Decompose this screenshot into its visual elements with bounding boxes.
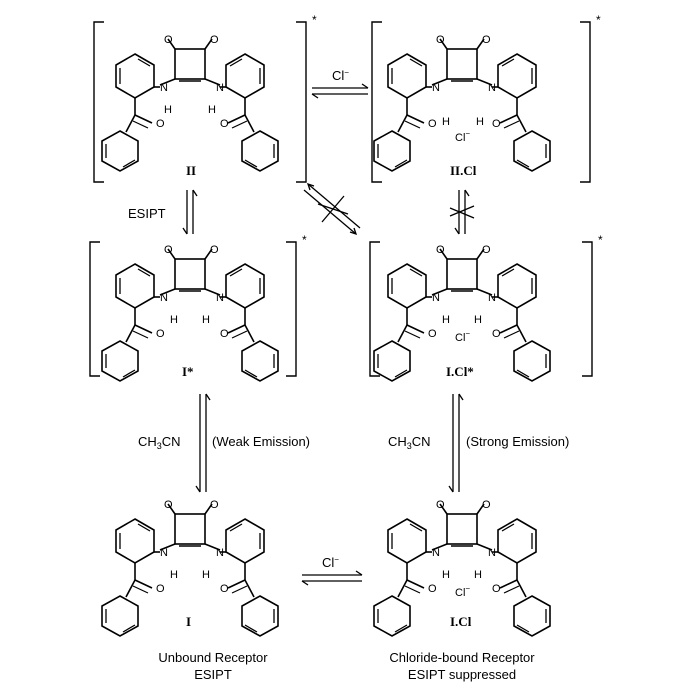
- svg-text:N: N: [432, 82, 440, 94]
- svg-text:H: H: [202, 569, 210, 581]
- svg-text:N: N: [488, 292, 496, 304]
- atoms-I-Cl: O O N N O O H H Cl−: [428, 499, 501, 599]
- svg-text:O: O: [436, 244, 445, 256]
- excited-star-I-star: *: [302, 233, 307, 247]
- emission-note-left: (Weak Emission): [212, 434, 310, 449]
- svg-text:H: H: [474, 314, 482, 326]
- molecule-II: [101, 38, 279, 172]
- svg-text:O: O: [210, 499, 219, 511]
- bracket-I-star: [89, 241, 297, 377]
- label-I-Cl-star: I.Cl*: [446, 364, 474, 379]
- solvent-left: CH3CN: [138, 434, 181, 451]
- atoms-I-star: O O N N O O H H: [156, 244, 229, 340]
- svg-text:O: O: [428, 583, 437, 595]
- label-I-star: I*: [182, 364, 194, 379]
- svg-text:H: H: [442, 314, 450, 326]
- svg-text:O: O: [210, 244, 219, 256]
- svg-text:O: O: [164, 244, 173, 256]
- caption-left-line1: Unbound Receptor: [158, 650, 268, 665]
- reagent-bottom: Cl−: [322, 555, 339, 570]
- label-II: II: [186, 163, 196, 178]
- svg-text:O: O: [220, 118, 229, 130]
- svg-text:H: H: [208, 104, 216, 116]
- svg-text:O: O: [156, 583, 165, 595]
- blocked-arrow-right: [449, 189, 475, 235]
- bracket-II-Cl: [371, 21, 591, 183]
- svg-text:O: O: [428, 118, 437, 130]
- svg-text:N: N: [488, 547, 496, 559]
- label-esipt: ESIPT: [128, 206, 166, 221]
- svg-text:O: O: [164, 34, 173, 46]
- svg-text:O: O: [156, 328, 165, 340]
- excited-star-I-Cl-star: *: [598, 233, 603, 247]
- svg-text:H: H: [442, 569, 450, 581]
- label-I: I: [186, 614, 191, 629]
- equilibrium-arrow-esipt: [182, 189, 198, 235]
- svg-text:O: O: [482, 244, 491, 256]
- svg-text:O: O: [220, 583, 229, 595]
- svg-text:H: H: [170, 314, 178, 326]
- svg-text:N: N: [160, 292, 168, 304]
- blocked-arrow-diagonal: [303, 182, 361, 236]
- equilibrium-arrow-left-lower: [195, 393, 211, 493]
- svg-text:O: O: [428, 328, 437, 340]
- bracket-II: [93, 21, 307, 183]
- svg-text:N: N: [216, 292, 224, 304]
- svg-text:N: N: [216, 547, 224, 559]
- svg-text:O: O: [492, 118, 501, 130]
- equilibrium-arrow-right-lower: [448, 393, 464, 493]
- equilibrium-arrow-bottom: [301, 570, 363, 586]
- svg-text:Cl−: Cl−: [455, 584, 470, 599]
- svg-text:H: H: [442, 116, 450, 128]
- equilibrium-arrow-top: [311, 83, 369, 99]
- svg-text:O: O: [156, 118, 165, 130]
- molecule-I-Cl-star: [373, 248, 551, 382]
- svg-text:O: O: [210, 34, 219, 46]
- excited-star-II: *: [312, 13, 317, 27]
- molecule-II-Cl: [373, 38, 551, 172]
- label-I-Cl: I.Cl: [450, 614, 472, 629]
- svg-text:O: O: [220, 328, 229, 340]
- svg-text:O: O: [492, 328, 501, 340]
- svg-text:N: N: [432, 292, 440, 304]
- svg-text:H: H: [170, 569, 178, 581]
- atoms-I-Cl-star: O O N N O O H H Cl−: [428, 244, 501, 344]
- svg-text:N: N: [432, 547, 440, 559]
- reagent-top: Cl−: [332, 68, 349, 83]
- svg-text:O: O: [436, 499, 445, 511]
- svg-text:O: O: [492, 583, 501, 595]
- svg-text:H: H: [474, 569, 482, 581]
- excited-star-II-Cl: *: [596, 13, 601, 27]
- caption-left-line2: ESIPT: [194, 667, 232, 682]
- svg-text:N: N: [216, 82, 224, 94]
- svg-text:N: N: [160, 547, 168, 559]
- svg-text:O: O: [482, 34, 491, 46]
- svg-text:N: N: [488, 82, 496, 94]
- caption-right-line2: ESIPT suppressed: [408, 667, 516, 682]
- svg-text:H: H: [476, 116, 484, 128]
- atoms-II-Cl: O O N N O O H H Cl−: [428, 34, 501, 144]
- svg-text:Cl−: Cl−: [455, 329, 470, 344]
- molecule-I-star: [101, 248, 279, 382]
- label-II-Cl: II.Cl: [450, 163, 477, 178]
- atoms-II: O O N N O O H H: [156, 34, 229, 130]
- bracket-I-Cl-star: [369, 241, 593, 377]
- emission-note-right: (Strong Emission): [466, 434, 569, 449]
- svg-text:O: O: [436, 34, 445, 46]
- svg-text:O: O: [482, 499, 491, 511]
- atoms-I: O O N N O O H H: [156, 499, 229, 595]
- svg-text:H: H: [202, 314, 210, 326]
- svg-text:N: N: [160, 82, 168, 94]
- svg-text:O: O: [164, 499, 173, 511]
- svg-text:H: H: [164, 104, 172, 116]
- solvent-right: CH3CN: [388, 434, 431, 451]
- svg-text:Cl−: Cl−: [455, 129, 470, 144]
- caption-right-line1: Chloride-bound Receptor: [389, 650, 535, 665]
